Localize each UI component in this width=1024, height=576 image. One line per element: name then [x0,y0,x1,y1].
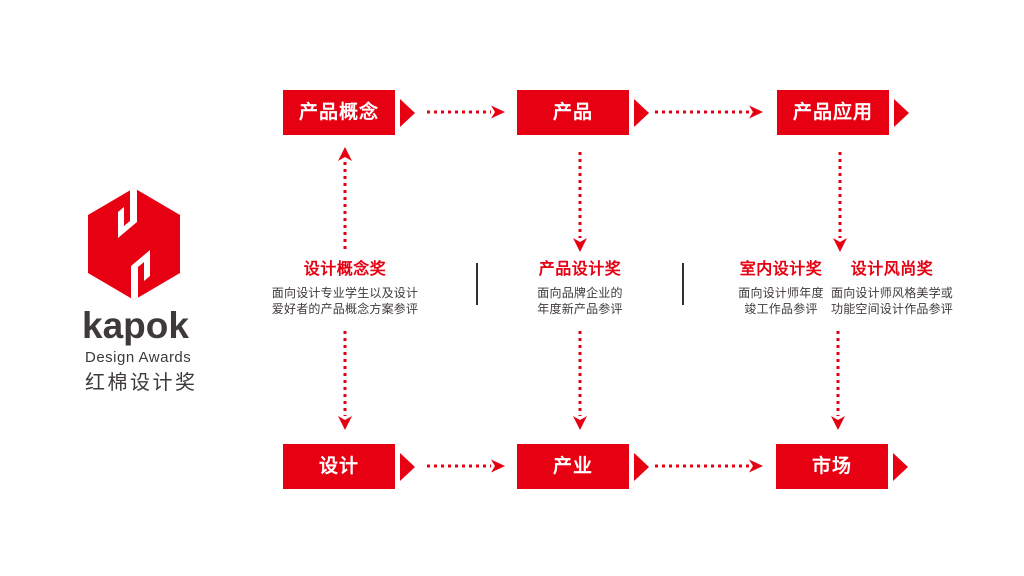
play-triangle-icon [894,98,909,127]
dashed-arrow-down-icon [573,152,587,252]
award-description: 面向设计师年度 竣工作品参评 [738,285,823,317]
flow-box-design: 设计 [283,444,415,489]
brand-name: kapok [82,305,189,346]
dashed-arrow-up-icon [338,147,352,249]
award-title: 设计风尚奖 [850,261,934,278]
award-title: 产品设计奖 [538,261,622,278]
flow-box-market: 市场 [776,444,908,489]
flow-box-bg: 产品应用 [777,90,889,135]
flow-box-bg: 市场 [776,444,888,489]
flow-box-label: 产品概念 [298,102,379,123]
flow-box-label: 产品 [552,102,593,123]
flow-box-bg: 产业 [517,444,629,489]
kapok-hexagon-logo-icon [88,188,180,300]
award-description: 面向品牌企业的 年度新产品参评 [537,285,622,317]
award-product-design: 产品设计奖 面向品牌企业的 年度新产品参评 [537,262,622,317]
flow-box-bg: 产品 [517,90,629,135]
dashed-arrow-right-icon [655,105,763,119]
award-desc-line: 面向设计师年度 [738,286,824,300]
flow-box-bg: 设计 [283,444,395,489]
award-description: 面向设计师风格美学或 功能空间设计作品参评 [831,285,953,317]
dashed-arrow-right-icon [427,105,505,119]
award-title: 设计概念奖 [303,261,387,278]
award-description: 面向设计专业学生以及设计 爱好者的产品概念方案参评 [272,285,418,317]
brand-cn-name: 红棉设计奖 [85,372,198,394]
award-title: 室内设计奖 [739,261,823,278]
flow-box-label: 产业 [552,456,593,477]
play-triangle-icon [893,452,908,481]
award-desc-line: 爱好者的产品概念方案参评 [271,302,419,316]
award-desc-line: 竣工作品参评 [744,302,818,316]
flow-box-label: 产品应用 [792,102,873,123]
award-desc-line: 功能空间设计作品参评 [830,302,954,316]
flow-box-industry: 产业 [517,444,649,489]
flow-box-product: 产品 [517,90,649,135]
flow-box-label: 设计 [318,456,359,477]
play-triangle-icon [634,98,649,127]
award-design-style: 设计风尚奖 面向设计师风格美学或 功能空间设计作品参评 [831,262,953,317]
award-desc-line: 面向设计专业学生以及设计 [271,286,419,300]
award-design-concept: 设计概念奖 面向设计专业学生以及设计 爱好者的产品概念方案参评 [272,262,418,317]
award-desc-line: 年度新产品参评 [537,302,623,316]
play-triangle-icon [400,98,415,127]
flow-box-bg: 产品概念 [283,90,395,135]
play-triangle-icon [400,452,415,481]
flow-box-product-concept: 产品概念 [283,90,415,135]
dashed-arrow-down-icon [338,331,352,430]
award-desc-line: 面向设计师风格美学或 [830,286,954,300]
dashed-arrow-right-icon [655,459,763,473]
flow-box-product-application: 产品应用 [777,90,909,135]
award-desc-line: 面向品牌企业的 [537,286,623,300]
play-triangle-icon [634,452,649,481]
dashed-arrow-down-icon [573,331,587,430]
award-interior-design: 室内设计奖 面向设计师年度 竣工作品参评 [738,262,823,317]
brand-subtitle: Design Awards [85,349,192,366]
dashed-arrow-right-icon [427,459,505,473]
dashed-arrow-down-icon [831,331,845,430]
dashed-arrow-down-icon [833,152,847,252]
flow-box-label: 市场 [811,456,852,477]
